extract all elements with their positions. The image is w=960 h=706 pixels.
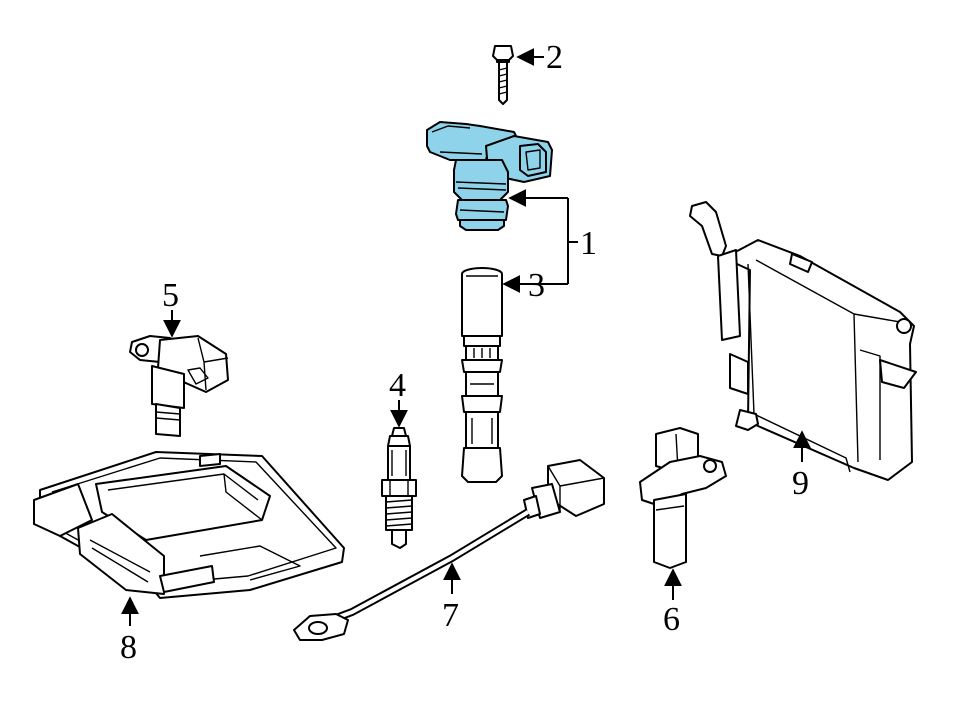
knock-sensor-part[interactable] — [293, 459, 605, 641]
control-module-bracket-part[interactable] — [689, 201, 917, 481]
callout-3: 3 — [528, 267, 545, 304]
crankshaft-sensor-part[interactable] — [639, 427, 727, 569]
callout-1: 1 — [580, 225, 597, 262]
engine-control-module-part[interactable] — [33, 451, 345, 599]
callout-labels: 1 2 3 4 5 6 7 8 9 — [120, 39, 809, 666]
callout-5: 5 — [162, 277, 179, 314]
camshaft-sensor-part[interactable] — [426, 121, 553, 231]
callout-6: 6 — [663, 601, 680, 638]
spark-plug-part[interactable] — [381, 427, 417, 549]
callout-2: 2 — [546, 39, 563, 76]
seal-sleeve-part[interactable] — [461, 267, 503, 483]
callout-9: 9 — [792, 465, 809, 502]
bolt-part[interactable] — [492, 45, 514, 105]
callout-7: 7 — [442, 597, 459, 634]
callout-4: 4 — [389, 367, 406, 404]
callout-8: 8 — [120, 629, 137, 666]
sensor-5-part[interactable] — [129, 335, 229, 437]
leader-lines — [121, 48, 811, 626]
